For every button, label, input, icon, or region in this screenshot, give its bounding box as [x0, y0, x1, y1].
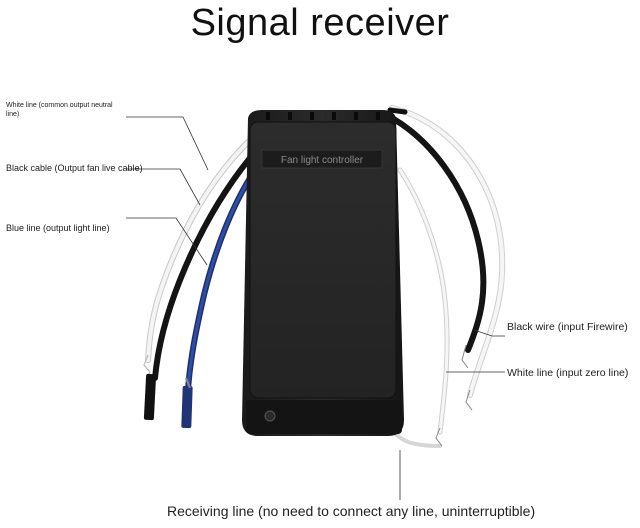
page-title: Signal receiver	[190, 2, 450, 44]
label-black-cable: Black cable (Output fan live cable)	[6, 163, 143, 173]
label-black-wire: Black wire (input Firewire)	[507, 321, 628, 333]
receiver-led	[264, 410, 276, 422]
black-wire-right	[389, 115, 487, 353]
left-wire-ends	[143, 354, 193, 429]
left-wires	[145, 139, 258, 393]
label-white-line-zero: White line (input zero line)	[507, 367, 629, 379]
label-white-line: White line (common output neutral line)	[6, 101, 113, 119]
white-wire-right-inner	[397, 167, 450, 435]
right-wires	[387, 105, 506, 448]
receiver-body: Fan light controller	[242, 110, 404, 436]
device-label: Fan light controller	[281, 155, 364, 166]
label-blue-line: Blue line (output light line)	[6, 223, 110, 233]
leader-lines	[126, 116, 505, 500]
label-white-line-2: line)	[6, 111, 20, 118]
label-receiving-line: Receiving line (no need to connect any l…	[167, 503, 536, 519]
right-wire-ends	[435, 344, 473, 447]
black-wire-left	[152, 155, 253, 381]
label-white-line-1: White line (common output neutral	[6, 102, 113, 109]
